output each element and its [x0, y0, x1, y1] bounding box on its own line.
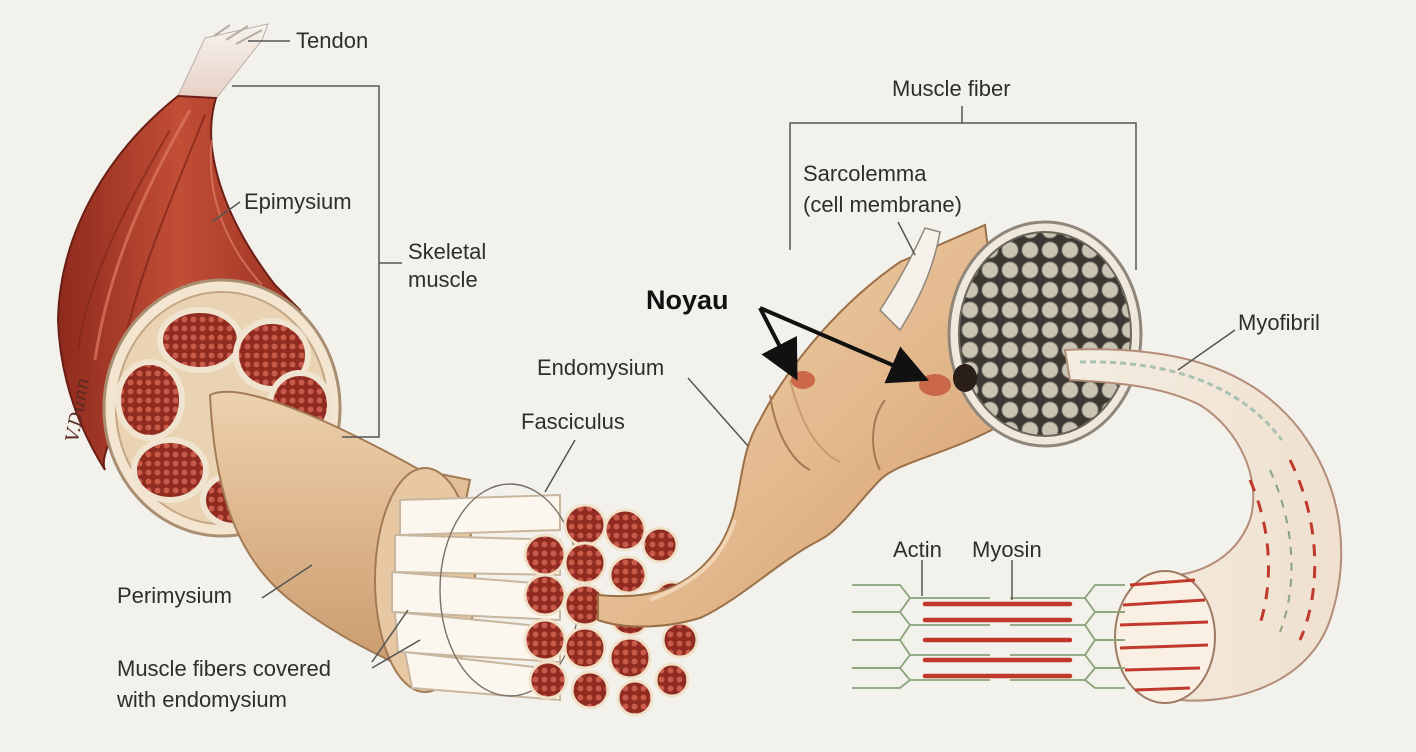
label-sarcolemma-line2: (cell membrane) [803, 192, 962, 217]
fiber-cross-section [947, 220, 1143, 448]
muscle-fiber-shape [597, 223, 1012, 628]
leader-lines [211, 40, 1236, 669]
noyau-arrows [758, 306, 930, 384]
label-actin: Actin [893, 537, 942, 562]
label-epimysium: Epimysium [244, 189, 352, 214]
fascicle-bundle [374, 467, 699, 717]
sarcolemma-flap [879, 227, 941, 332]
label-muscle-fibers-line2: with endomysium [117, 687, 287, 712]
label-noyau: Noyau [646, 285, 729, 315]
label-skeletal-muscle-line1: Skeletal [408, 239, 487, 264]
label-perimysium: Perimysium [117, 583, 232, 608]
label-tendon: Tendon [296, 28, 369, 53]
label-myofibril: Myofibril [1238, 310, 1320, 335]
tendon-shape [177, 23, 269, 101]
label-myosin: Myosin [972, 537, 1042, 562]
label-fasciculus: Fasciculus [521, 409, 625, 434]
myofibril-strand [1063, 348, 1343, 704]
label-sarcolemma-line1: Sarcolemma [803, 161, 927, 186]
label-muscle-fibers-line1: Muscle fibers covered [117, 656, 331, 681]
fascicle-end-cells [523, 503, 699, 717]
label-muscle-fiber: Muscle fiber [892, 76, 1011, 101]
label-endomysium: Endomysium [537, 355, 665, 380]
sarcomere-filaments [852, 584, 1125, 689]
label-skeletal-muscle-line2: muscle [408, 267, 478, 292]
